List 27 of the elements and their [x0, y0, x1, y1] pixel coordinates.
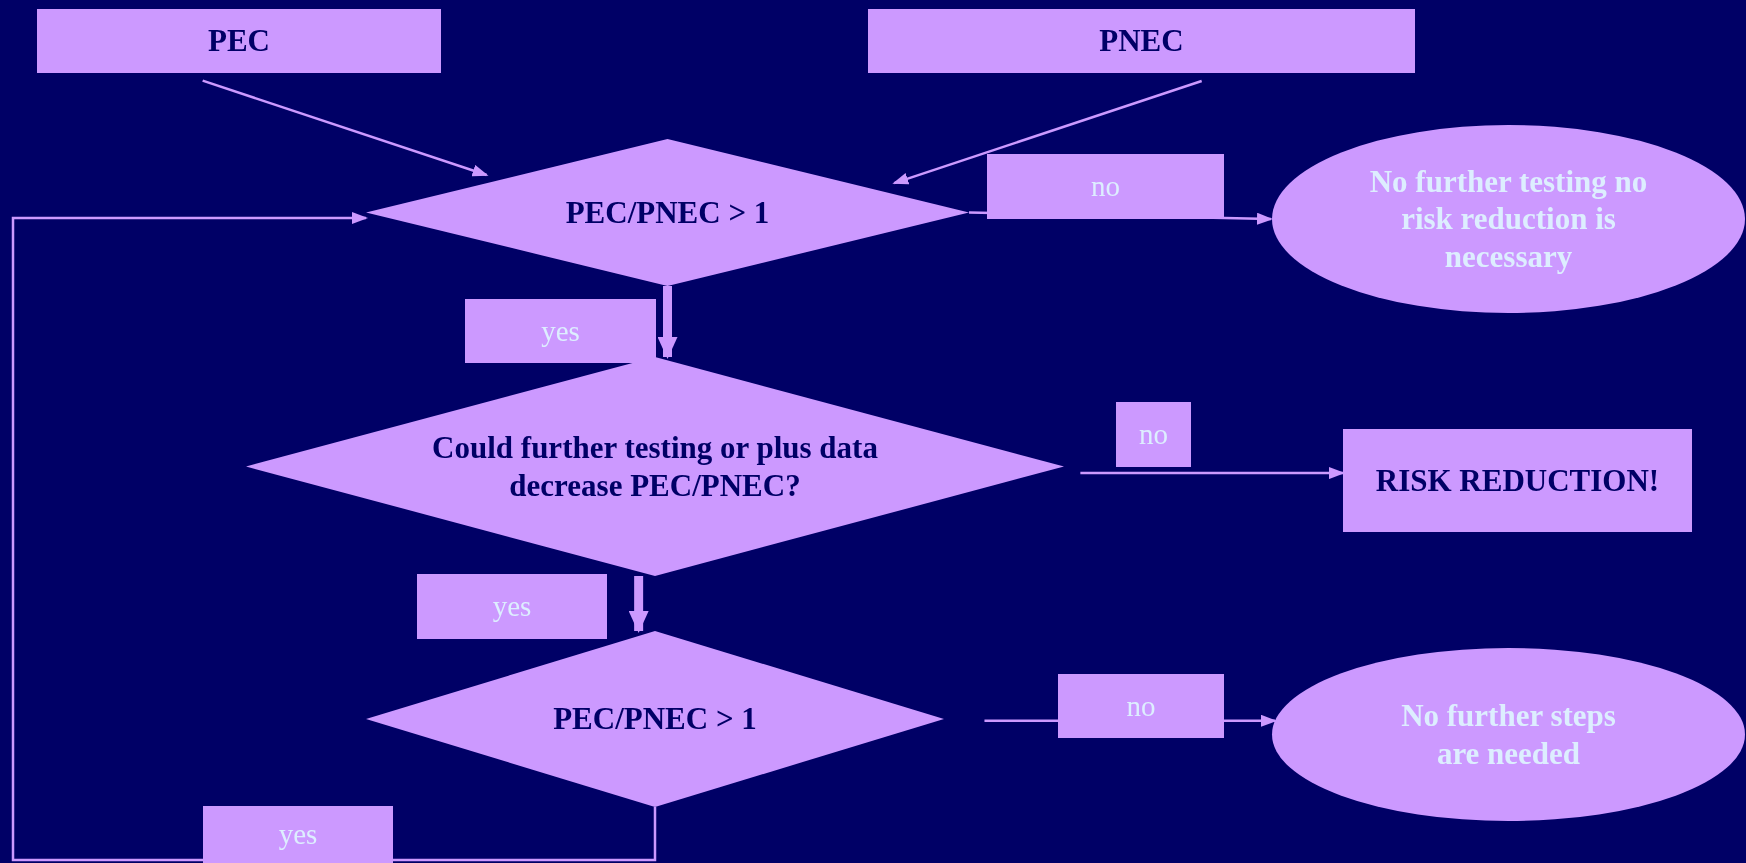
process-box — [37, 9, 441, 73]
block-arrow — [628, 576, 649, 633]
node-text: PEC/PNEC > 1 — [552, 700, 758, 738]
edge-label: no — [1058, 674, 1224, 738]
process-box — [1343, 429, 1692, 532]
node-text: Could further testing or plus data decrease PEC/PNEC? — [431, 429, 879, 504]
edge-label: no — [1116, 402, 1191, 467]
block-arrow — [657, 286, 678, 359]
node-text: PNEC — [1098, 22, 1185, 60]
terminal-ellipse — [1271, 647, 1746, 822]
node-text: No further testing no risk reduction is necessary — [1368, 163, 1649, 275]
node-text: PEC/PNEC > 1 — [564, 193, 771, 232]
edge-label: yes — [465, 299, 656, 363]
node-text: PEC — [207, 22, 271, 60]
edge-label: yes — [417, 574, 607, 639]
node-text: No further steps are needed — [1400, 697, 1617, 772]
terminal-ellipse — [1271, 124, 1746, 314]
decision-diamond — [246, 357, 1064, 576]
edge-label: no — [987, 154, 1224, 219]
node-text: RISK REDUCTION! — [1374, 461, 1661, 500]
arrow — [1080, 467, 1345, 480]
process-box — [868, 9, 1415, 73]
decision-diamond — [366, 139, 969, 286]
arrow — [892, 79, 1203, 185]
arrow — [202, 79, 489, 177]
edge-label: yes — [203, 806, 393, 863]
decision-diamond — [366, 631, 944, 807]
